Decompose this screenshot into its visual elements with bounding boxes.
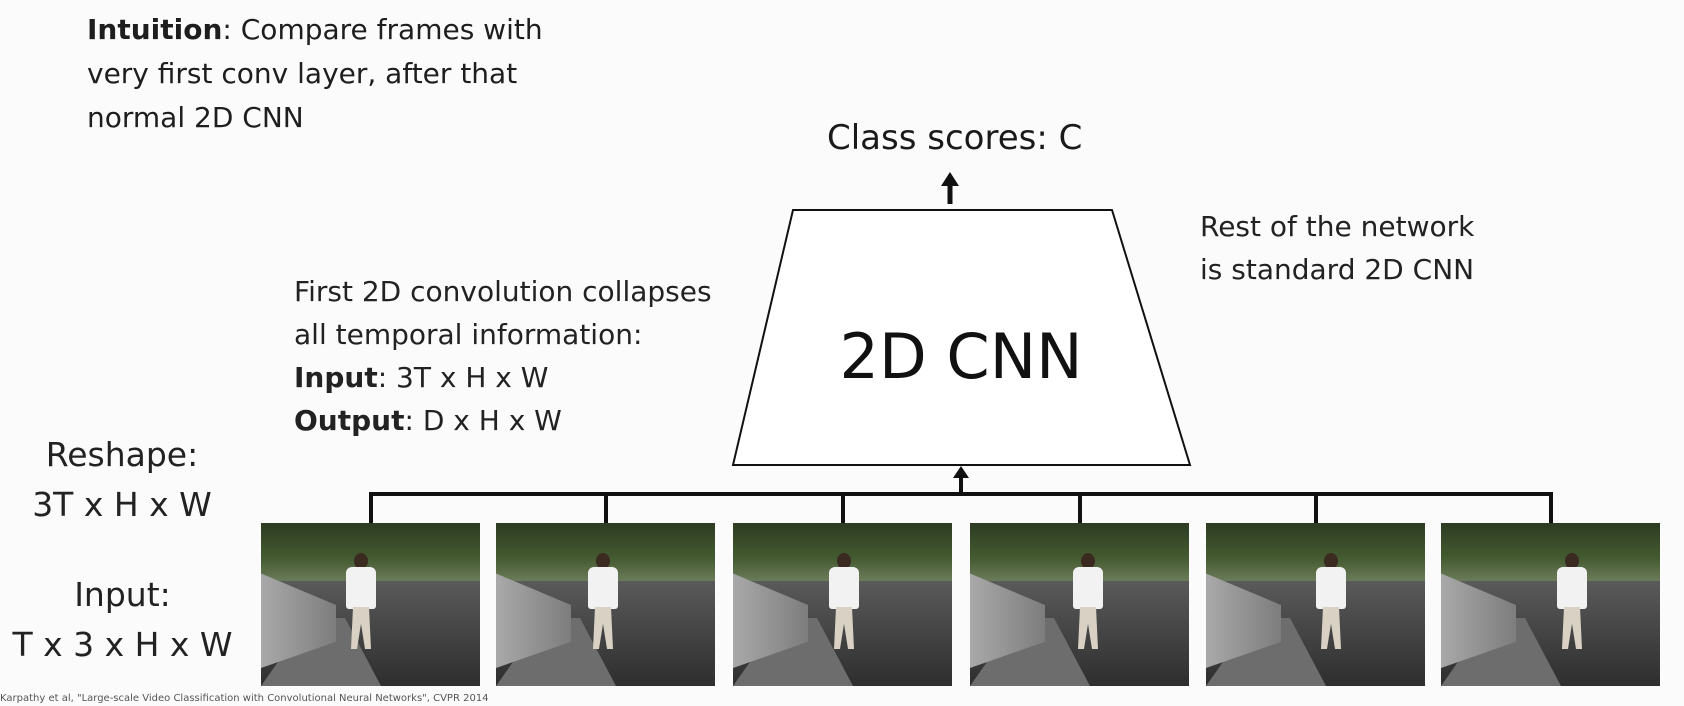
frame-connectors [369, 492, 1553, 523]
video-frame-1 [261, 523, 480, 686]
class-scores-label: Class scores: C [827, 118, 1083, 158]
first-conv-output-rest: : D x H x W [404, 404, 562, 437]
first-conv-note: First 2D convolution collapses all tempo… [294, 270, 712, 442]
intuition-line-1: Intuition: Compare frames with [87, 8, 543, 52]
first-conv-output: Output: D x H x W [294, 399, 712, 442]
output-arrow-head [941, 172, 959, 186]
reshape-line-2: 3T x H x W [32, 485, 212, 524]
cnn-trapezoid [731, 209, 1192, 466]
rest-of-network-note: Rest of the network is standard 2D CNN [1200, 205, 1474, 291]
cnn-label: 2D CNN [840, 320, 1083, 393]
video-frame-4 [970, 523, 1189, 686]
runner-shirt [588, 567, 618, 609]
video-frame-3 [733, 523, 952, 686]
video-frame-6 [1441, 523, 1660, 686]
input-label: Input: T x 3 x H x W [10, 570, 235, 670]
input-line-2: T x 3 x H x W [12, 625, 233, 664]
rest-note-line-1: Rest of the network [1200, 210, 1475, 243]
video-frame-5 [1206, 523, 1425, 686]
frame-trees [1441, 523, 1660, 581]
first-conv-line-1: First 2D convolution collapses [294, 275, 712, 308]
runner-head [1324, 553, 1338, 569]
citation: Karpathy et al, "Large-scale Video Class… [0, 693, 489, 704]
intuition-bold: Intuition [87, 13, 223, 46]
intuition-line-3: normal 2D CNN [87, 101, 304, 134]
runner-shirt [1316, 567, 1346, 609]
rest-note-line-2: is standard 2D CNN [1200, 253, 1475, 286]
first-conv-input-rest: : 3T x H x W [377, 361, 549, 394]
runner-shirt [346, 567, 376, 609]
runner-head [837, 553, 851, 569]
first-conv-input-bold: Input [294, 361, 378, 394]
runner-head [596, 553, 610, 569]
input-arrow-head [953, 466, 969, 478]
first-conv-output-bold: Output [294, 404, 405, 437]
reshape-line-1: Reshape: [45, 435, 199, 474]
intuition-line-2: very first conv layer, after that [87, 57, 518, 90]
runner-head [1081, 553, 1095, 569]
first-conv-line-2: all temporal information: [294, 318, 643, 351]
runner-head [354, 553, 368, 569]
intuition-line-1-rest: : Compare frames with [222, 13, 543, 46]
runner-shirt [1073, 567, 1103, 609]
reshape-label: Reshape: 3T x H x W [22, 430, 222, 530]
video-frame-2 [496, 523, 715, 686]
first-conv-input: Input: 3T x H x W [294, 356, 712, 399]
runner-shirt [1557, 567, 1587, 609]
intuition-text: Intuition: Compare frames with very firs… [87, 8, 543, 140]
frame-trees [1206, 523, 1425, 581]
input-line-1: Input: [74, 575, 171, 614]
runner-head [1565, 553, 1579, 569]
runner-shirt [829, 567, 859, 609]
